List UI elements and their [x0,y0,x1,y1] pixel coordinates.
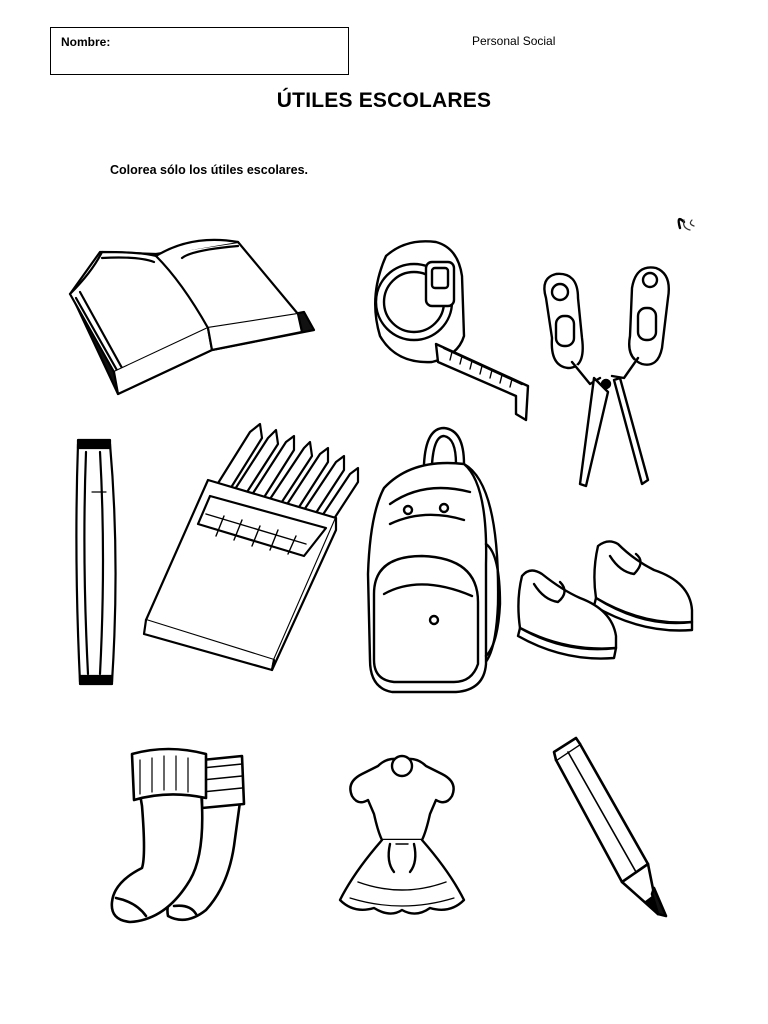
subject-label: Personal Social [472,34,556,48]
scissors-icon [543,217,686,488]
socks-icon [110,747,246,924]
pencil-icon [552,736,668,918]
shoes-icon [516,540,694,660]
name-field-box[interactable]: Nombre: [50,27,349,75]
small-mark-icon [683,219,695,231]
ruler-icon [75,438,117,686]
instruction-text: Colorea sólo los útiles escolares. [110,163,308,177]
dress-icon [338,754,466,915]
colored-pencils-box-icon [142,422,360,672]
backpack-icon [366,426,502,694]
tape-measure-icon [374,240,530,422]
open-book-icon [68,238,316,396]
name-label: Nombre: [61,35,111,49]
page-title: ÚTILES ESCOLARES [276,89,492,112]
